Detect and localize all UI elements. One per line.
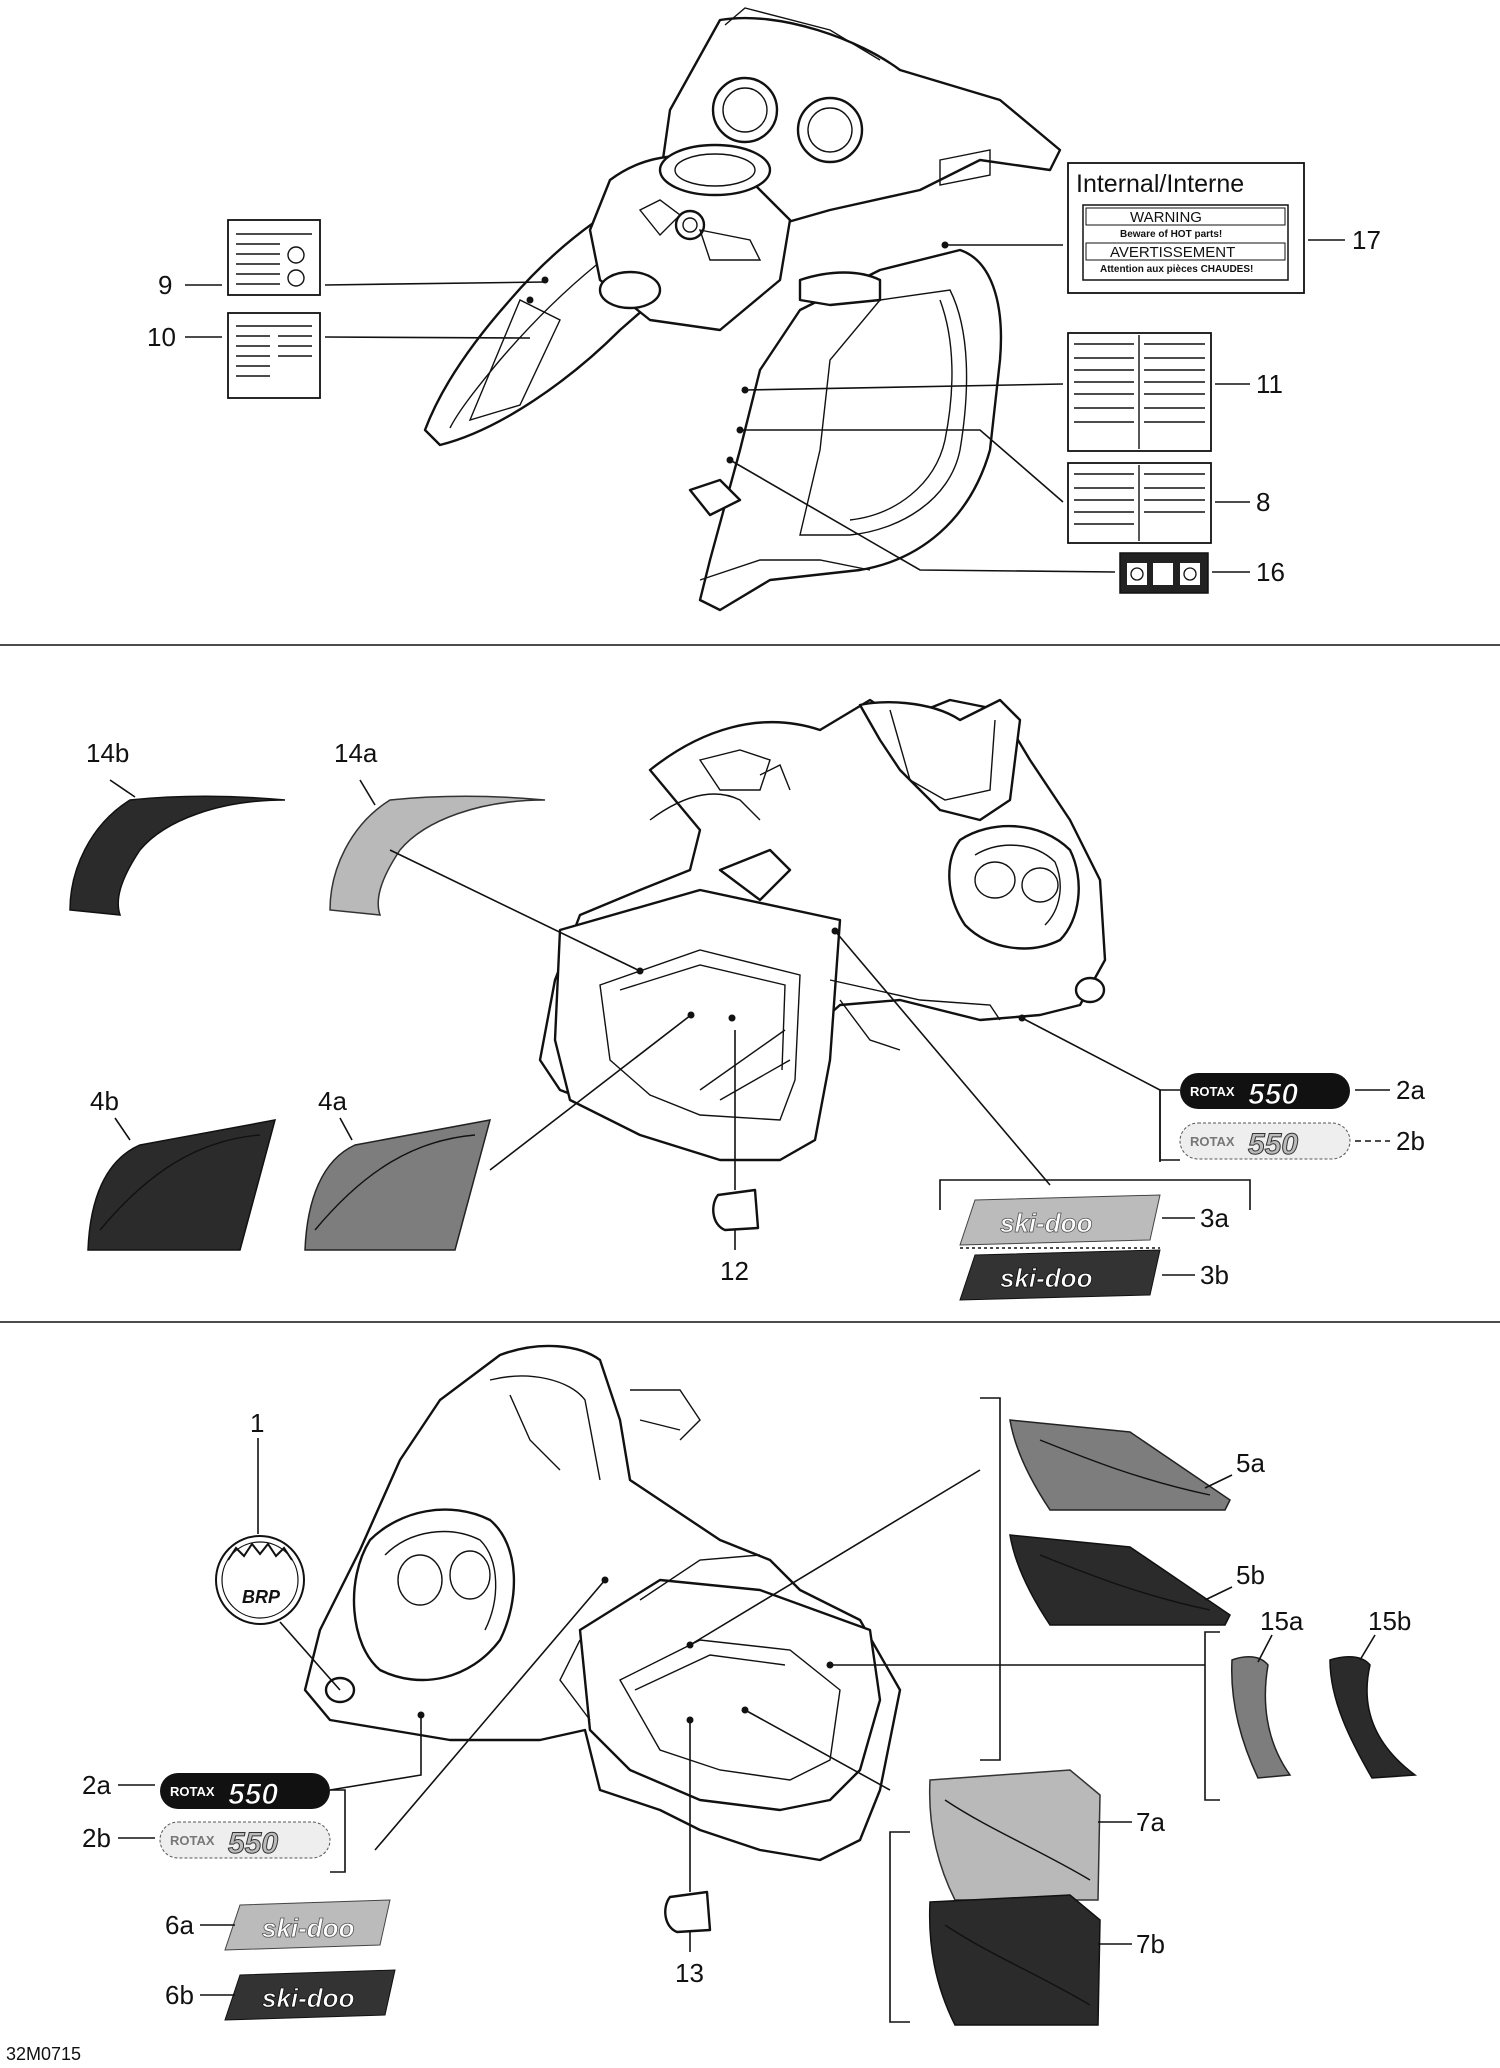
callout-2a-bottom: 2a: [82, 1770, 111, 1800]
decal-7a: [928, 1769, 1101, 1901]
rotax-text: ROTAX: [170, 1784, 215, 1799]
dot: [728, 1014, 736, 1022]
rotax-text: ROTAX: [1190, 1084, 1235, 1099]
callout-9: 9: [158, 270, 172, 300]
decal-4a: [304, 1119, 492, 1251]
brp-text: BRP: [242, 1587, 281, 1607]
decal-5a: [1009, 1419, 1231, 1511]
skidoo-text: ski-doo: [262, 1913, 355, 1943]
decal-5b: [1009, 1534, 1231, 1626]
callout-6b: 6b: [165, 1980, 194, 2010]
dot: [526, 296, 534, 304]
section-3-assembly: [303, 1344, 902, 1862]
label-10-decal: [227, 312, 321, 399]
label-16-decal: [1119, 552, 1209, 594]
rotax-decal-2b-top: ROTAX 550: [1179, 1122, 1351, 1162]
warning-title: WARNING: [1130, 209, 1202, 226]
callout-10: 10: [147, 322, 176, 352]
label-11-decal: [1067, 332, 1212, 452]
callout-1: 1: [250, 1408, 264, 1438]
callout-14a: 14a: [334, 738, 378, 768]
decal-14b: [69, 795, 286, 916]
label-8-decal: [1067, 462, 1212, 544]
callout-6a: 6a: [165, 1910, 194, 1940]
decal-7b: [928, 1894, 1101, 2026]
rotax-number: 550: [228, 1778, 278, 1811]
decal-15b: [1329, 1655, 1418, 1779]
internal-label-box: Internal/Interne WARNING Beware of HOT p…: [1067, 162, 1305, 294]
section-2-assembly: [538, 698, 1107, 1162]
rotax-decal-2b-bottom: ROTAX 550: [159, 1821, 331, 1861]
internal-heading: Internal/Interne: [1076, 170, 1244, 198]
avert-text: Attention aux pièces CHAUDES!: [1100, 264, 1253, 275]
callout-7a: 7a: [1136, 1807, 1165, 1837]
decal-15a: [1230, 1655, 1292, 1779]
rotax-number: 550: [1248, 1128, 1298, 1161]
rotax-text: ROTAX: [170, 1833, 215, 1848]
warning-text: Beware of HOT parts!: [1120, 229, 1222, 240]
callout-5b: 5b: [1236, 1560, 1265, 1590]
decal-4b: [87, 1119, 277, 1251]
skidoo-decal-6b: ski-doo: [224, 1969, 396, 2021]
callout-16: 16: [1256, 557, 1285, 587]
section-1-assembly: [423, 7, 1062, 612]
callout-13: 13: [675, 1958, 704, 1988]
skidoo-decal-3b: ski-doo: [959, 1249, 1161, 1301]
callout-2b-top: 2b: [1396, 1126, 1425, 1156]
callout-7b: 7b: [1136, 1929, 1165, 1959]
insert-13: [664, 1890, 712, 1934]
callout-12: 12: [720, 1256, 749, 1286]
callout-4a: 4a: [318, 1086, 347, 1116]
decal-14a: [329, 795, 546, 916]
callout-11: 11: [1256, 369, 1283, 399]
rotax-decal-2a-bottom: ROTAX 550: [160, 1773, 330, 1812]
callout-2a-top: 2a: [1396, 1075, 1425, 1105]
brp-emblem-1: BRP: [215, 1535, 305, 1625]
skidoo-text: ski-doo: [262, 1983, 355, 2013]
callout-4b: 4b: [90, 1086, 119, 1116]
skidoo-text: ski-doo: [1000, 1263, 1093, 1293]
callout-2b-bottom: 2b: [82, 1823, 111, 1853]
rotax-text: ROTAX: [1190, 1134, 1235, 1149]
label-9-decal: [227, 219, 321, 296]
rotax-decal-2a-top: ROTAX 550: [1180, 1073, 1350, 1112]
skidoo-decal-3a: ski-doo: [959, 1194, 1161, 1246]
rotax-number: 550: [228, 1827, 278, 1860]
callout-15a: 15a: [1260, 1606, 1304, 1636]
callout-17: 17: [1352, 225, 1381, 255]
insert-12: [712, 1188, 760, 1232]
callout-3a: 3a: [1200, 1203, 1229, 1233]
callout-5a: 5a: [1236, 1448, 1265, 1478]
skidoo-text: ski-doo: [1000, 1208, 1093, 1238]
rotax-number: 550: [1248, 1078, 1298, 1111]
diagram-code: 32M0715: [6, 2044, 81, 2064]
avert-title: AVERTISSEMENT: [1110, 244, 1235, 261]
callout-14b: 14b: [86, 738, 129, 768]
skidoo-decal-6a: ski-doo: [224, 1899, 391, 1951]
callout-8: 8: [1256, 487, 1270, 517]
callout-15b: 15b: [1368, 1606, 1411, 1636]
callout-3b: 3b: [1200, 1260, 1229, 1290]
